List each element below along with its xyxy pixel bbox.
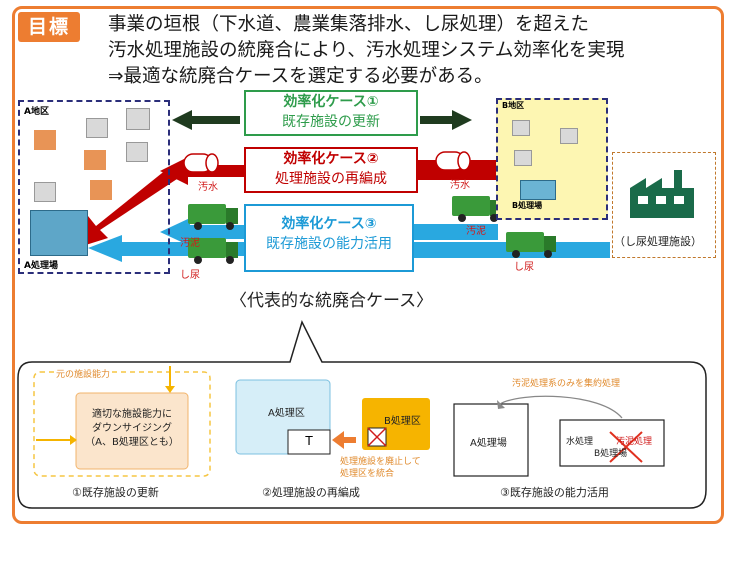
night-soil-label-left: し尿 bbox=[180, 270, 200, 281]
downsizing-line-1: 適切な施設能力に bbox=[92, 409, 172, 420]
sludge-only-note: 汚泥処理系のみを集約処理 bbox=[512, 379, 621, 389]
case-2-box: 効率化ケース② 処理施設の再編成 bbox=[244, 147, 418, 193]
house-icon bbox=[560, 128, 578, 144]
downsizing-text: 適切な施設能力に ダウンサイジング （A、B処理区とも） bbox=[76, 408, 188, 450]
b-plant-box-label: B処理場 bbox=[594, 449, 628, 459]
t-mark: T bbox=[305, 434, 313, 448]
downsizing-line-3: （A、B処理区とも） bbox=[85, 437, 179, 448]
b-district-label: B地区 bbox=[502, 101, 525, 110]
house-icon bbox=[512, 120, 530, 136]
case-2-title: 効率化ケース② bbox=[283, 151, 379, 167]
night-soil-label-right: し尿 bbox=[514, 262, 534, 273]
factory-icon bbox=[630, 170, 694, 218]
case-3-title: 効率化ケース③ bbox=[281, 216, 377, 232]
case-2-caption: ②処理施設の再編成 bbox=[262, 486, 360, 499]
b-zone-label: B処理区 bbox=[384, 416, 421, 427]
goal-line-2: 汚水処理施設の統廃合により、汚水処理システム効率化を実現 bbox=[108, 40, 625, 61]
a-zone-label: A処理区 bbox=[268, 408, 305, 419]
a-district-area bbox=[18, 100, 170, 274]
case-1-box: 効率化ケース① 既存施設の更新 bbox=[244, 90, 418, 136]
house-icon bbox=[34, 182, 56, 202]
house-icon bbox=[84, 150, 106, 170]
integration-note-line-1: 処理施設を廃止して bbox=[340, 457, 421, 467]
house-icon bbox=[126, 142, 148, 162]
sewage-label-left: 汚水 bbox=[198, 182, 218, 193]
integration-note: 処理施設を廃止して 処理区を統合 bbox=[340, 456, 421, 480]
water-treatment-label: 水処理 bbox=[566, 437, 594, 447]
case-1-subtitle: 既存施設の更新 bbox=[282, 114, 380, 130]
house-icon bbox=[86, 118, 108, 138]
house-icon bbox=[514, 150, 532, 166]
b-plant-illustration bbox=[520, 180, 556, 200]
house-icon bbox=[90, 180, 112, 200]
goal-line-1: 事業の垣根（下水道、農業集落排水、し尿処理）を超えた bbox=[108, 14, 590, 35]
goal-badge: 目標 bbox=[18, 12, 80, 42]
sludge-label-left: 汚泥 bbox=[180, 238, 200, 249]
goal-line-3: ⇒最適な統廃合ケースを選定する必要がある。 bbox=[108, 66, 493, 87]
sludge-label-right: 汚泥 bbox=[466, 226, 486, 237]
a-plant-box-label: A処理場 bbox=[470, 438, 507, 449]
downsizing-line-2: ダウンサイジング bbox=[92, 423, 172, 434]
a-plant-illustration bbox=[30, 210, 88, 256]
case-1-caption: ①既存施設の更新 bbox=[72, 486, 159, 499]
case-1-title: 効率化ケース① bbox=[283, 94, 379, 110]
case-3-caption: ③既存施設の能力活用 bbox=[500, 486, 609, 499]
night-soil-plant-label: （し尿処理施設） bbox=[614, 235, 702, 248]
case-2-subtitle: 処理施設の再編成 bbox=[275, 171, 387, 187]
original-capacity-label: 元の施設能力 bbox=[54, 367, 113, 380]
a-plant-label: A処理場 bbox=[24, 261, 58, 271]
a-district-label: A地区 bbox=[24, 107, 49, 117]
sewage-label-right: 汚水 bbox=[450, 180, 470, 191]
sludge-treatment-label: 汚泥処理 bbox=[616, 437, 653, 447]
integration-note-line-2: 処理区を統合 bbox=[340, 469, 395, 479]
house-icon bbox=[126, 108, 150, 130]
house-icon bbox=[34, 130, 56, 150]
b-plant-label: B処理場 bbox=[512, 201, 543, 210]
figure-caption: 〈代表的な統廃合ケース〉 bbox=[230, 291, 434, 311]
case-3-box: 効率化ケース③ 既存施設の能力活用 bbox=[244, 204, 414, 272]
case-3-subtitle: 既存施設の能力活用 bbox=[266, 236, 392, 252]
